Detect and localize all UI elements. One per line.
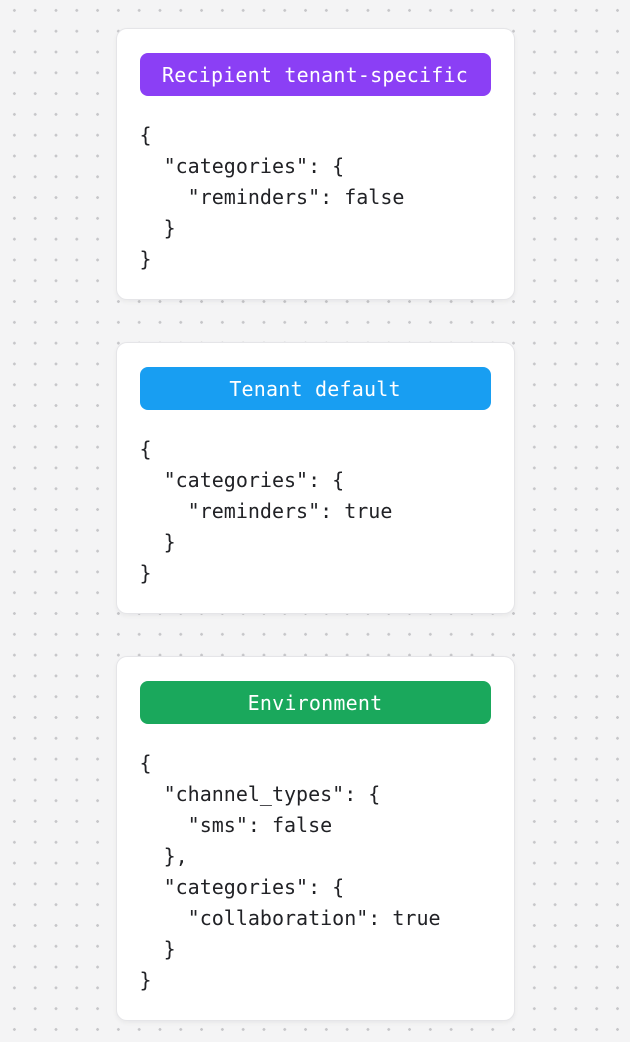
card-tenant-default: Tenant default { "categories": { "remind… bbox=[115, 342, 515, 614]
badge-label: Environment bbox=[247, 690, 383, 715]
card-environment: Environment { "channel_types": { "sms": … bbox=[115, 656, 515, 1021]
badge-tenant-default: Tenant default bbox=[139, 367, 491, 410]
json-code-block-environment: { "channel_types": { "sms": false }, "ca… bbox=[139, 751, 441, 992]
badge-label: Tenant default bbox=[229, 376, 401, 401]
badge-recipient-tenant-specific: Recipient tenant-specific bbox=[139, 53, 491, 96]
preference-cards-stack: Recipient tenant-specific { "categories"… bbox=[115, 28, 515, 1021]
badge-label: Recipient tenant-specific bbox=[161, 62, 469, 87]
json-code-block-recipient-tenant-specific: { "categories": { "reminders": false } } bbox=[139, 123, 405, 271]
badge-environment: Environment bbox=[139, 681, 491, 724]
json-code-block-tenant-default: { "categories": { "reminders": true } } bbox=[139, 437, 393, 585]
card-recipient-tenant-specific: Recipient tenant-specific { "categories"… bbox=[115, 28, 515, 300]
